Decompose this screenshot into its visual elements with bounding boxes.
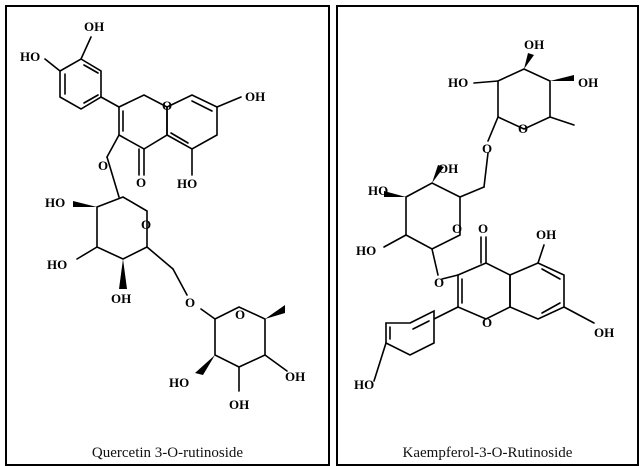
atom-label-o-linker: O: [482, 141, 492, 156]
atom-label-ho-glc2: HO: [45, 195, 65, 210]
atom-label-oh-rha3: OH: [229, 397, 249, 412]
kaempferol-glucose-ring: [383, 152, 489, 276]
kaempferol-b-ring: [373, 309, 435, 382]
atom-label-oh-b3: OH: [84, 19, 104, 34]
kaempferol-caption: Kaempferol-3-O-Rutinoside: [402, 445, 573, 461]
kaempferol-c-ring: [433, 236, 511, 320]
atom-label-o-rha-ring: O: [235, 307, 245, 322]
atom-label-oh-rha4: OH: [285, 369, 305, 384]
atom-label-ho-a5: HO: [177, 176, 197, 191]
atom-label-o-glc-ring: O: [452, 221, 462, 236]
quercetin-structure: OH HO O OH O O HO HO O HO OH O O HO OH O…: [20, 19, 305, 412]
atom-label-o-ring: O: [482, 315, 492, 330]
atom-label-ho-glc3: HO: [368, 183, 388, 198]
atom-label-ho-rha2: HO: [448, 75, 468, 90]
atom-label-oh-rha3: OH: [524, 37, 544, 52]
quercetin-c-ring: [106, 94, 168, 176]
atom-label-oh-a7: OH: [245, 89, 265, 104]
quercetin-rhamnose-ring: [195, 305, 288, 392]
kaempferol-rhamnose-ring: [473, 53, 575, 142]
quercetin-panel: OH HO O OH O O HO HO O HO OH O O HO OH O…: [5, 5, 330, 466]
quercetin-caption: Quercetin 3-O-rutinoside: [91, 445, 244, 461]
atom-label-oh-glc4: OH: [111, 291, 131, 306]
atom-label-oh-a5: OH: [536, 227, 556, 242]
atom-label-ho-glc2: HO: [356, 243, 376, 258]
atom-label-ho-rha2: HO: [169, 375, 189, 390]
atom-label-oh-glc4: OH: [438, 161, 458, 176]
quercetin-a-ring: [166, 94, 242, 176]
atom-label-oh-rha4: OH: [578, 75, 598, 90]
atom-label-oh-a7: OH: [594, 325, 614, 340]
kaempferol-panel: OH HO OH O O OH HO HO O O O OH O OH HO K…: [336, 5, 639, 466]
atom-label-ho-b4: HO: [20, 49, 40, 64]
kaempferol-a-ring: [509, 244, 595, 324]
atom-label-o-linker: O: [185, 295, 195, 310]
quercetin-b-ring: [44, 36, 120, 110]
atom-label-ho-glc3: HO: [47, 257, 67, 272]
atom-label-o-carbonyl: O: [136, 175, 146, 190]
atom-label-ho-b4: HO: [354, 377, 374, 392]
kaempferol-structure: OH HO OH O O OH HO HO O O O OH O OH HO: [354, 37, 614, 392]
atom-label-o-carbonyl: O: [478, 221, 488, 236]
atom-label-o-glc-ring: O: [141, 217, 151, 232]
quercetin-glucose-ring: [73, 156, 188, 296]
atom-label-o-ring: O: [162, 98, 172, 113]
atom-label-o-rha-ring: O: [518, 121, 528, 136]
atom-label-o-glycosidic: O: [434, 275, 444, 290]
atom-label-o-glycosidic: O: [98, 158, 108, 173]
